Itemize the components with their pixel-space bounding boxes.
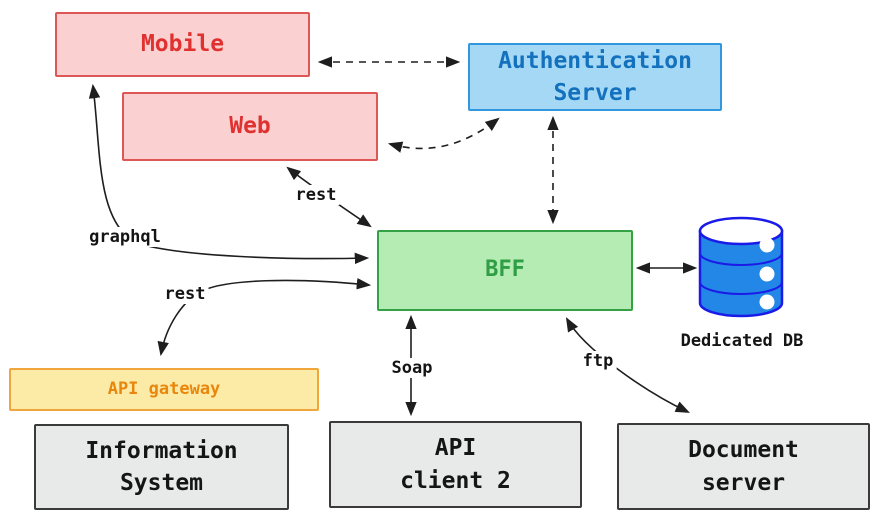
node-web-label: Web xyxy=(229,113,271,140)
node-api-gateway-label: API gateway xyxy=(107,378,221,399)
node-api-client-2[interactable]: API client 2 xyxy=(329,421,582,508)
node-authentication-server-label: Authentication Server xyxy=(498,47,692,106)
node-document-server[interactable]: Document server xyxy=(617,423,870,510)
edge-label-rest-web-bff: rest xyxy=(292,185,340,205)
edge-label-rest-bff-gateway: rest xyxy=(161,284,209,304)
node-authentication-server[interactable]: Authentication Server xyxy=(468,43,722,111)
node-information-system-label: Information System xyxy=(85,437,238,496)
node-api-gateway[interactable]: API gateway xyxy=(9,368,319,411)
edge-label-ftp: ftp xyxy=(579,351,617,371)
database-icon[interactable] xyxy=(698,216,784,318)
node-bff-label: BFF xyxy=(485,257,525,283)
node-api-client-2-label: API client 2 xyxy=(400,435,511,494)
node-web[interactable]: Web xyxy=(122,92,378,161)
node-mobile-label: Mobile xyxy=(140,31,225,58)
node-mobile[interactable]: Mobile xyxy=(55,12,310,77)
edge-label-soap: Soap xyxy=(388,358,436,378)
edge-label-graphql: graphql xyxy=(86,227,164,247)
node-bff[interactable]: BFF xyxy=(377,230,633,311)
dedicated-db-label: Dedicated DB xyxy=(680,331,804,351)
edge-web-auth xyxy=(387,117,500,153)
node-information-system[interactable]: Information System xyxy=(34,424,289,510)
node-document-server-label: Document server xyxy=(688,437,799,496)
